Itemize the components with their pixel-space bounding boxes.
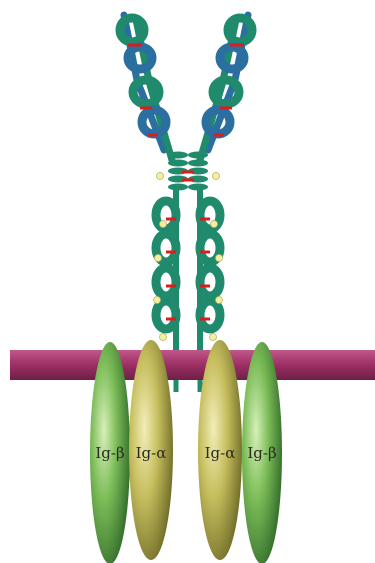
subunit-label: Ig-β <box>247 444 276 462</box>
glycan-dot <box>213 173 220 180</box>
ig-domain-loop <box>228 18 252 42</box>
hinge-coil <box>168 160 188 167</box>
ig-domain-loop <box>220 47 244 69</box>
glycan-dot <box>160 334 167 341</box>
hinge-coil <box>188 152 208 159</box>
ig-domain-loop <box>120 18 144 42</box>
subunit-ig-alpha-right: Ig-α <box>198 340 242 560</box>
glycan-dot <box>160 221 167 228</box>
glycan-dot <box>211 221 218 228</box>
hinge-coil <box>188 160 208 167</box>
subunit-ig-beta-left: Ig-β <box>90 342 130 563</box>
constant-domain-loop <box>156 268 176 296</box>
hinge-coil <box>168 152 188 159</box>
subunit-label: Ig-α <box>205 444 236 462</box>
constant-domain-loop <box>200 268 220 296</box>
glycan-dot <box>210 334 217 341</box>
glycan-dot <box>216 297 223 304</box>
ig-domain-loop <box>133 80 159 104</box>
hinge-coil <box>168 184 188 191</box>
membrane-immunoglobulin <box>120 15 252 392</box>
glycan-dot <box>154 297 161 304</box>
glycan-dot <box>157 173 164 180</box>
cell-membrane <box>10 350 375 380</box>
glycan-dot <box>155 255 162 262</box>
constant-domain-loop <box>200 301 220 329</box>
subunit-ig-alpha-left: Ig-α <box>129 340 173 560</box>
ig-domain-loop <box>128 47 152 69</box>
hinge-coil <box>188 184 208 191</box>
subunit-ig-beta-right: Ig-β <box>242 342 282 563</box>
ig-domain-loop <box>213 80 239 104</box>
constant-domain-loop <box>156 301 176 329</box>
subunit-label: Ig-β <box>95 444 124 462</box>
glycan-dot <box>216 255 223 262</box>
subunit-label: Ig-α <box>136 444 167 462</box>
